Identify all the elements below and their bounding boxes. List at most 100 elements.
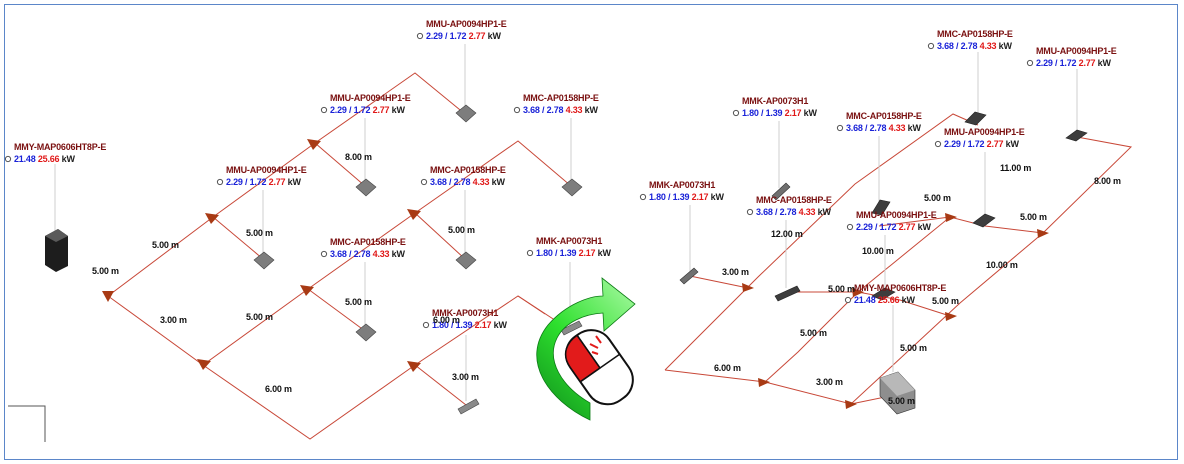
flow-arrow-icon [845, 400, 857, 409]
unit-capacity-label: 21.48 25.66 kW [854, 295, 915, 305]
unit-model-label: MMK-AP0073H1 [649, 180, 715, 190]
unit-kw: kW [488, 31, 502, 41]
capacity-value: 3.68 / 2.78 [430, 177, 473, 187]
flow-arrow-icon [407, 361, 421, 372]
power-value: 4.33 [566, 105, 585, 115]
unit-model-label: MMC-AP0158HP-E [756, 195, 832, 205]
outdoor-unit-icon[interactable] [45, 229, 68, 272]
unit-status-icon [513, 106, 521, 114]
flow-arrow-icon [742, 283, 754, 292]
curved-arrow-icon [536, 277, 636, 421]
capacity-value: 21.48 [14, 154, 38, 164]
unit-kw: kW [288, 177, 302, 187]
capacity-value: 1.80 / 1.39 [432, 320, 475, 330]
unit-model-label: MMC-AP0158HP-E [937, 29, 1013, 39]
pipe-run [857, 291, 951, 317]
unit-kw: kW [1098, 58, 1112, 68]
indoor-unit-icon[interactable] [871, 287, 896, 301]
left-piping-view [8, 44, 583, 442]
power-value: 2.77 [269, 177, 288, 187]
pipe-length-label: 6.00 m [265, 384, 292, 394]
indoor-unit-icon[interactable] [455, 104, 477, 123]
unit-kw: kW [818, 207, 832, 217]
indoor-unit-icon[interactable] [774, 285, 801, 302]
capacity-value: 2.29 / 1.72 [426, 31, 469, 41]
unit-capacity-label: 1.80 / 1.39 2.17 kW [432, 320, 507, 330]
unit-status-icon [927, 42, 935, 50]
pipe-run [314, 142, 366, 187]
power-value: 4.33 [980, 41, 999, 51]
indoor-unit-icon[interactable] [355, 323, 377, 342]
unit-model-label: MMC-AP0158HP-E [846, 111, 922, 121]
click-indicator-icon [589, 335, 602, 355]
unit-status-icon [746, 208, 754, 216]
flow-arrow-icon [852, 288, 864, 297]
capacity-value: 3.68 / 2.78 [330, 249, 373, 259]
indoor-unit-icon[interactable] [561, 178, 583, 197]
capacity-value: 2.29 / 1.72 [1036, 58, 1079, 68]
power-value: 2.17 [692, 192, 711, 202]
pipe-run [764, 216, 1044, 383]
flow-arrow-icon [197, 359, 211, 370]
unit-model-label: MMY-MAP0606HT8P-E [854, 283, 946, 293]
indoor-unit-icon[interactable] [1065, 129, 1088, 142]
unit-kw: kW [392, 249, 406, 259]
indoor-unit-icon[interactable] [560, 320, 583, 336]
unit-capacity-label: 21.48 25.66 kW [14, 154, 75, 164]
pipe-length-label: 6.00 m [714, 363, 741, 373]
pipe-run [878, 216, 951, 227]
rotate-view-hint [536, 277, 636, 421]
indoor-unit-icon[interactable] [679, 267, 699, 285]
capacity-value: 2.29 / 1.72 [856, 222, 899, 232]
unit-status-icon [526, 249, 534, 257]
unit-status-icon [1026, 59, 1034, 67]
indoor-unit-icon[interactable] [964, 111, 987, 126]
indoor-unit-icon[interactable] [455, 251, 477, 270]
unit-capacity-label: 3.68 / 2.78 4.33 kW [756, 207, 831, 217]
power-value: 25.66 [878, 295, 902, 305]
unit-capacity-label: 1.80 / 1.39 2.17 kW [742, 108, 817, 118]
power-value: 4.33 [799, 207, 818, 217]
unit-capacity-label: 2.29 / 1.72 2.77 kW [1036, 58, 1111, 68]
pipe-run [307, 288, 366, 332]
unit-kw: kW [999, 41, 1013, 51]
unit-status-icon [639, 193, 647, 201]
power-value: 2.77 [373, 105, 392, 115]
unit-capacity-label: 2.29 / 1.72 2.77 kW [226, 177, 301, 187]
power-value: 2.77 [1079, 58, 1098, 68]
unit-model-label: MMK-AP0073H1 [536, 236, 602, 246]
unit-model-label: MMC-AP0158HP-E [330, 237, 406, 247]
power-value: 2.77 [469, 31, 488, 41]
unit-capacity-label: 2.29 / 1.72 2.77 kW [330, 105, 405, 115]
pipe-length-label: 3.00 m [816, 377, 843, 387]
indoor-unit-icon[interactable] [771, 182, 791, 201]
unit-status-icon [732, 109, 740, 117]
pipe-length-label: 3.00 m [452, 372, 479, 382]
power-value: 2.77 [987, 139, 1006, 149]
outdoor-unit-icon[interactable] [879, 371, 916, 415]
unit-status-icon [934, 140, 942, 148]
unit-kw: kW [908, 123, 922, 133]
power-value: 2.17 [475, 320, 494, 330]
unit-kw: kW [1006, 139, 1020, 149]
unit-kw: kW [392, 105, 406, 115]
unit-kw: kW [492, 177, 506, 187]
indoor-unit-icon[interactable] [457, 398, 480, 415]
unit-capacity-label: 1.80 / 1.39 2.17 kW [536, 248, 611, 258]
flow-arrow-icon [945, 213, 957, 222]
indoor-unit-icon[interactable] [253, 251, 275, 270]
pipe-length-label: 5.00 m [152, 240, 179, 250]
right-distance-labels: 11.00 m8.00 m5.00 m5.00 m12.00 m10.00 m1… [714, 163, 1121, 406]
power-value: 25.66 [38, 154, 62, 164]
indoor-unit-icon[interactable] [871, 199, 891, 216]
unit-status-icon [416, 32, 424, 40]
capacity-value: 2.29 / 1.72 [330, 105, 373, 115]
unit-kw: kW [494, 320, 508, 330]
indoor-unit-icon[interactable] [972, 213, 996, 228]
unit-model-label: MMU-AP0094HP1-E [426, 19, 507, 29]
unit-model-label: MMK-AP0073H1 [742, 96, 808, 106]
indoor-unit-icon[interactable] [355, 178, 377, 197]
unit-kw: kW [918, 222, 932, 232]
pipe-length-label: 5.00 m [932, 296, 959, 306]
